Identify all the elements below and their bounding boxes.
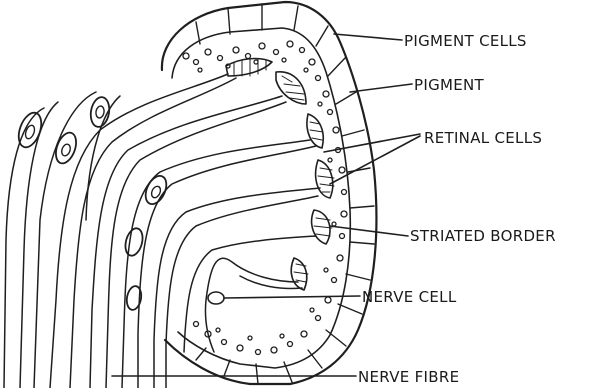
leader-pigment	[350, 84, 412, 92]
leader-lines	[112, 34, 420, 376]
leader-nerve-cell	[224, 296, 360, 298]
retinal-cell-fibres	[50, 74, 320, 388]
leader-striated-border	[330, 226, 408, 236]
leader-pigment-cells	[334, 34, 402, 40]
label-retinal-cells: RETINAL CELLS	[424, 129, 542, 147]
pigment-granules	[183, 41, 347, 355]
label-nerve-cell: NERVE CELL	[362, 288, 457, 306]
striated-borders	[226, 59, 334, 290]
label-pigment-cells: PIGMENT CELLS	[404, 32, 527, 50]
label-nerve-fibre: NERVE FIBRE	[358, 368, 459, 386]
label-pigment: PIGMENT	[414, 76, 485, 94]
label-striated-border: STRIATED BORDER	[410, 227, 556, 245]
small-nerve-cell	[208, 292, 224, 304]
